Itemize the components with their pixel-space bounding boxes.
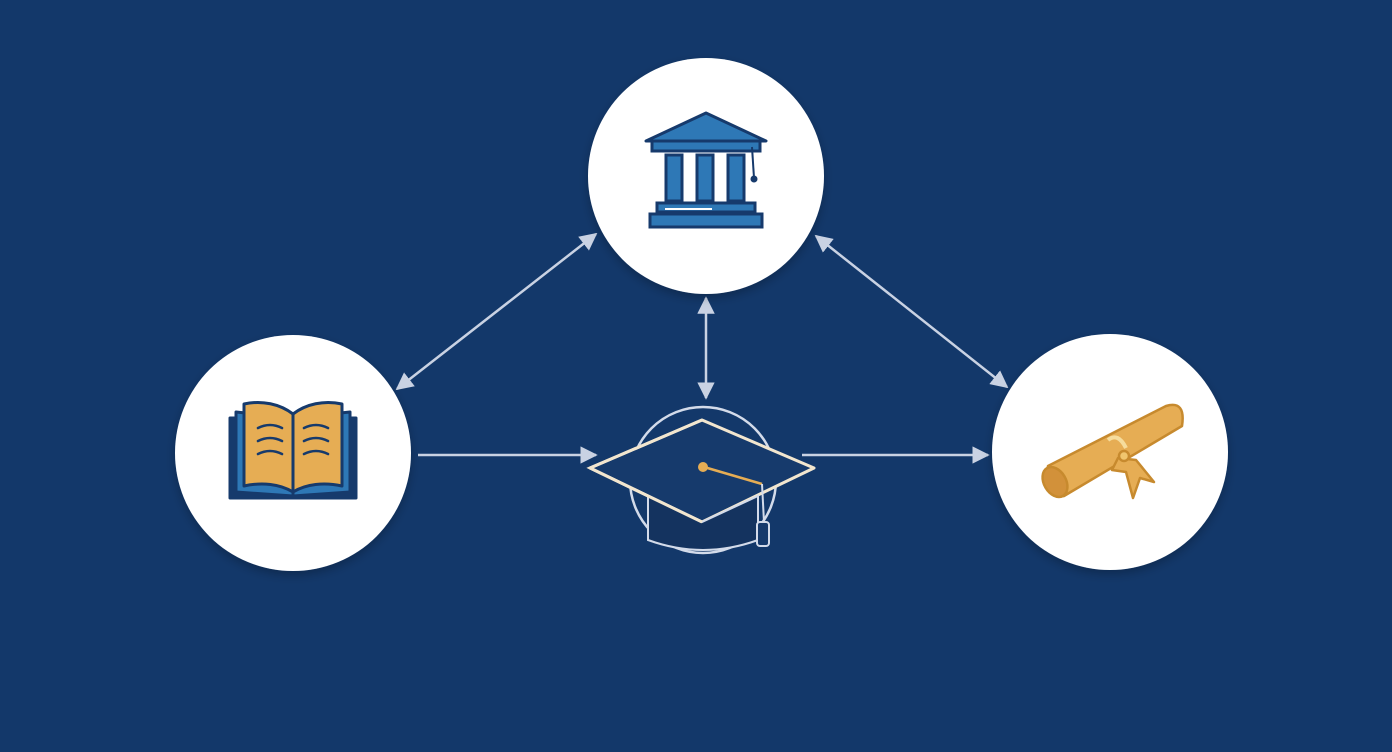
diploma-scroll-icon [1041,403,1184,500]
node-graduate [586,405,816,555]
node-credential [992,334,1228,570]
node-institution [588,58,824,294]
open-book-icon [228,400,358,500]
connector-institution-credential [814,234,1009,389]
connector-institution-study [395,232,598,391]
university-building-icon [644,111,768,229]
connectors [395,232,1009,464]
node-study [175,335,411,571]
graduation-cap-icon [586,418,816,551]
